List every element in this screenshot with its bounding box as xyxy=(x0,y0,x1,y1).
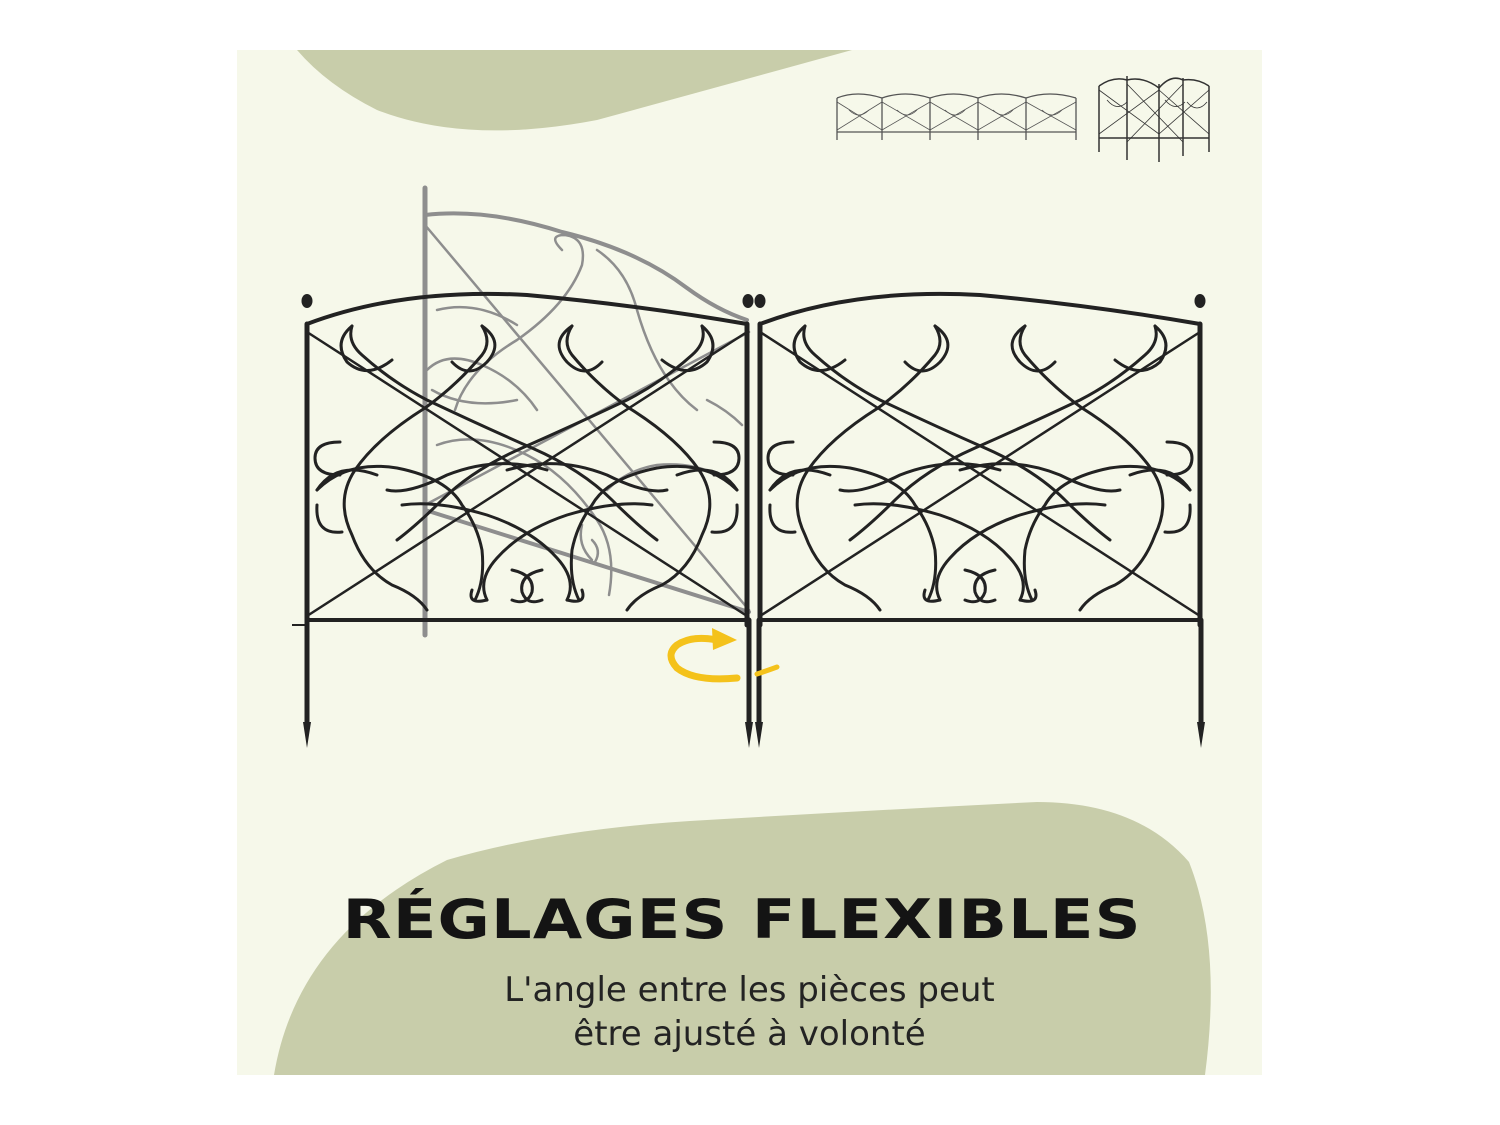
rotated-fence-panel-ghost xyxy=(422,185,751,638)
description-line-2: être ajusté à volonté xyxy=(573,1014,926,1054)
rotation-arrow-icon xyxy=(667,634,780,683)
ground-spikes xyxy=(304,617,1204,728)
post-caps xyxy=(301,294,1206,308)
straight-fence-layout-icon xyxy=(836,93,1077,140)
corner-fence-layout-icon xyxy=(1098,76,1210,162)
top-decor-blob xyxy=(297,50,852,131)
fence-panel-right xyxy=(760,294,1200,625)
headline: RÉGLAGES FLEXIBLES xyxy=(342,888,1142,951)
description-line-1: L'angle entre les pièces peut xyxy=(504,970,995,1010)
bottom-decor-blob xyxy=(274,802,1211,1075)
spike-tips xyxy=(303,722,1205,748)
fence-panel-left xyxy=(307,294,747,625)
product-feature-panel: RÉGLAGES FLEXIBLES L'angle entre les piè… xyxy=(237,50,1262,1075)
fence-illustration xyxy=(274,50,1211,1075)
